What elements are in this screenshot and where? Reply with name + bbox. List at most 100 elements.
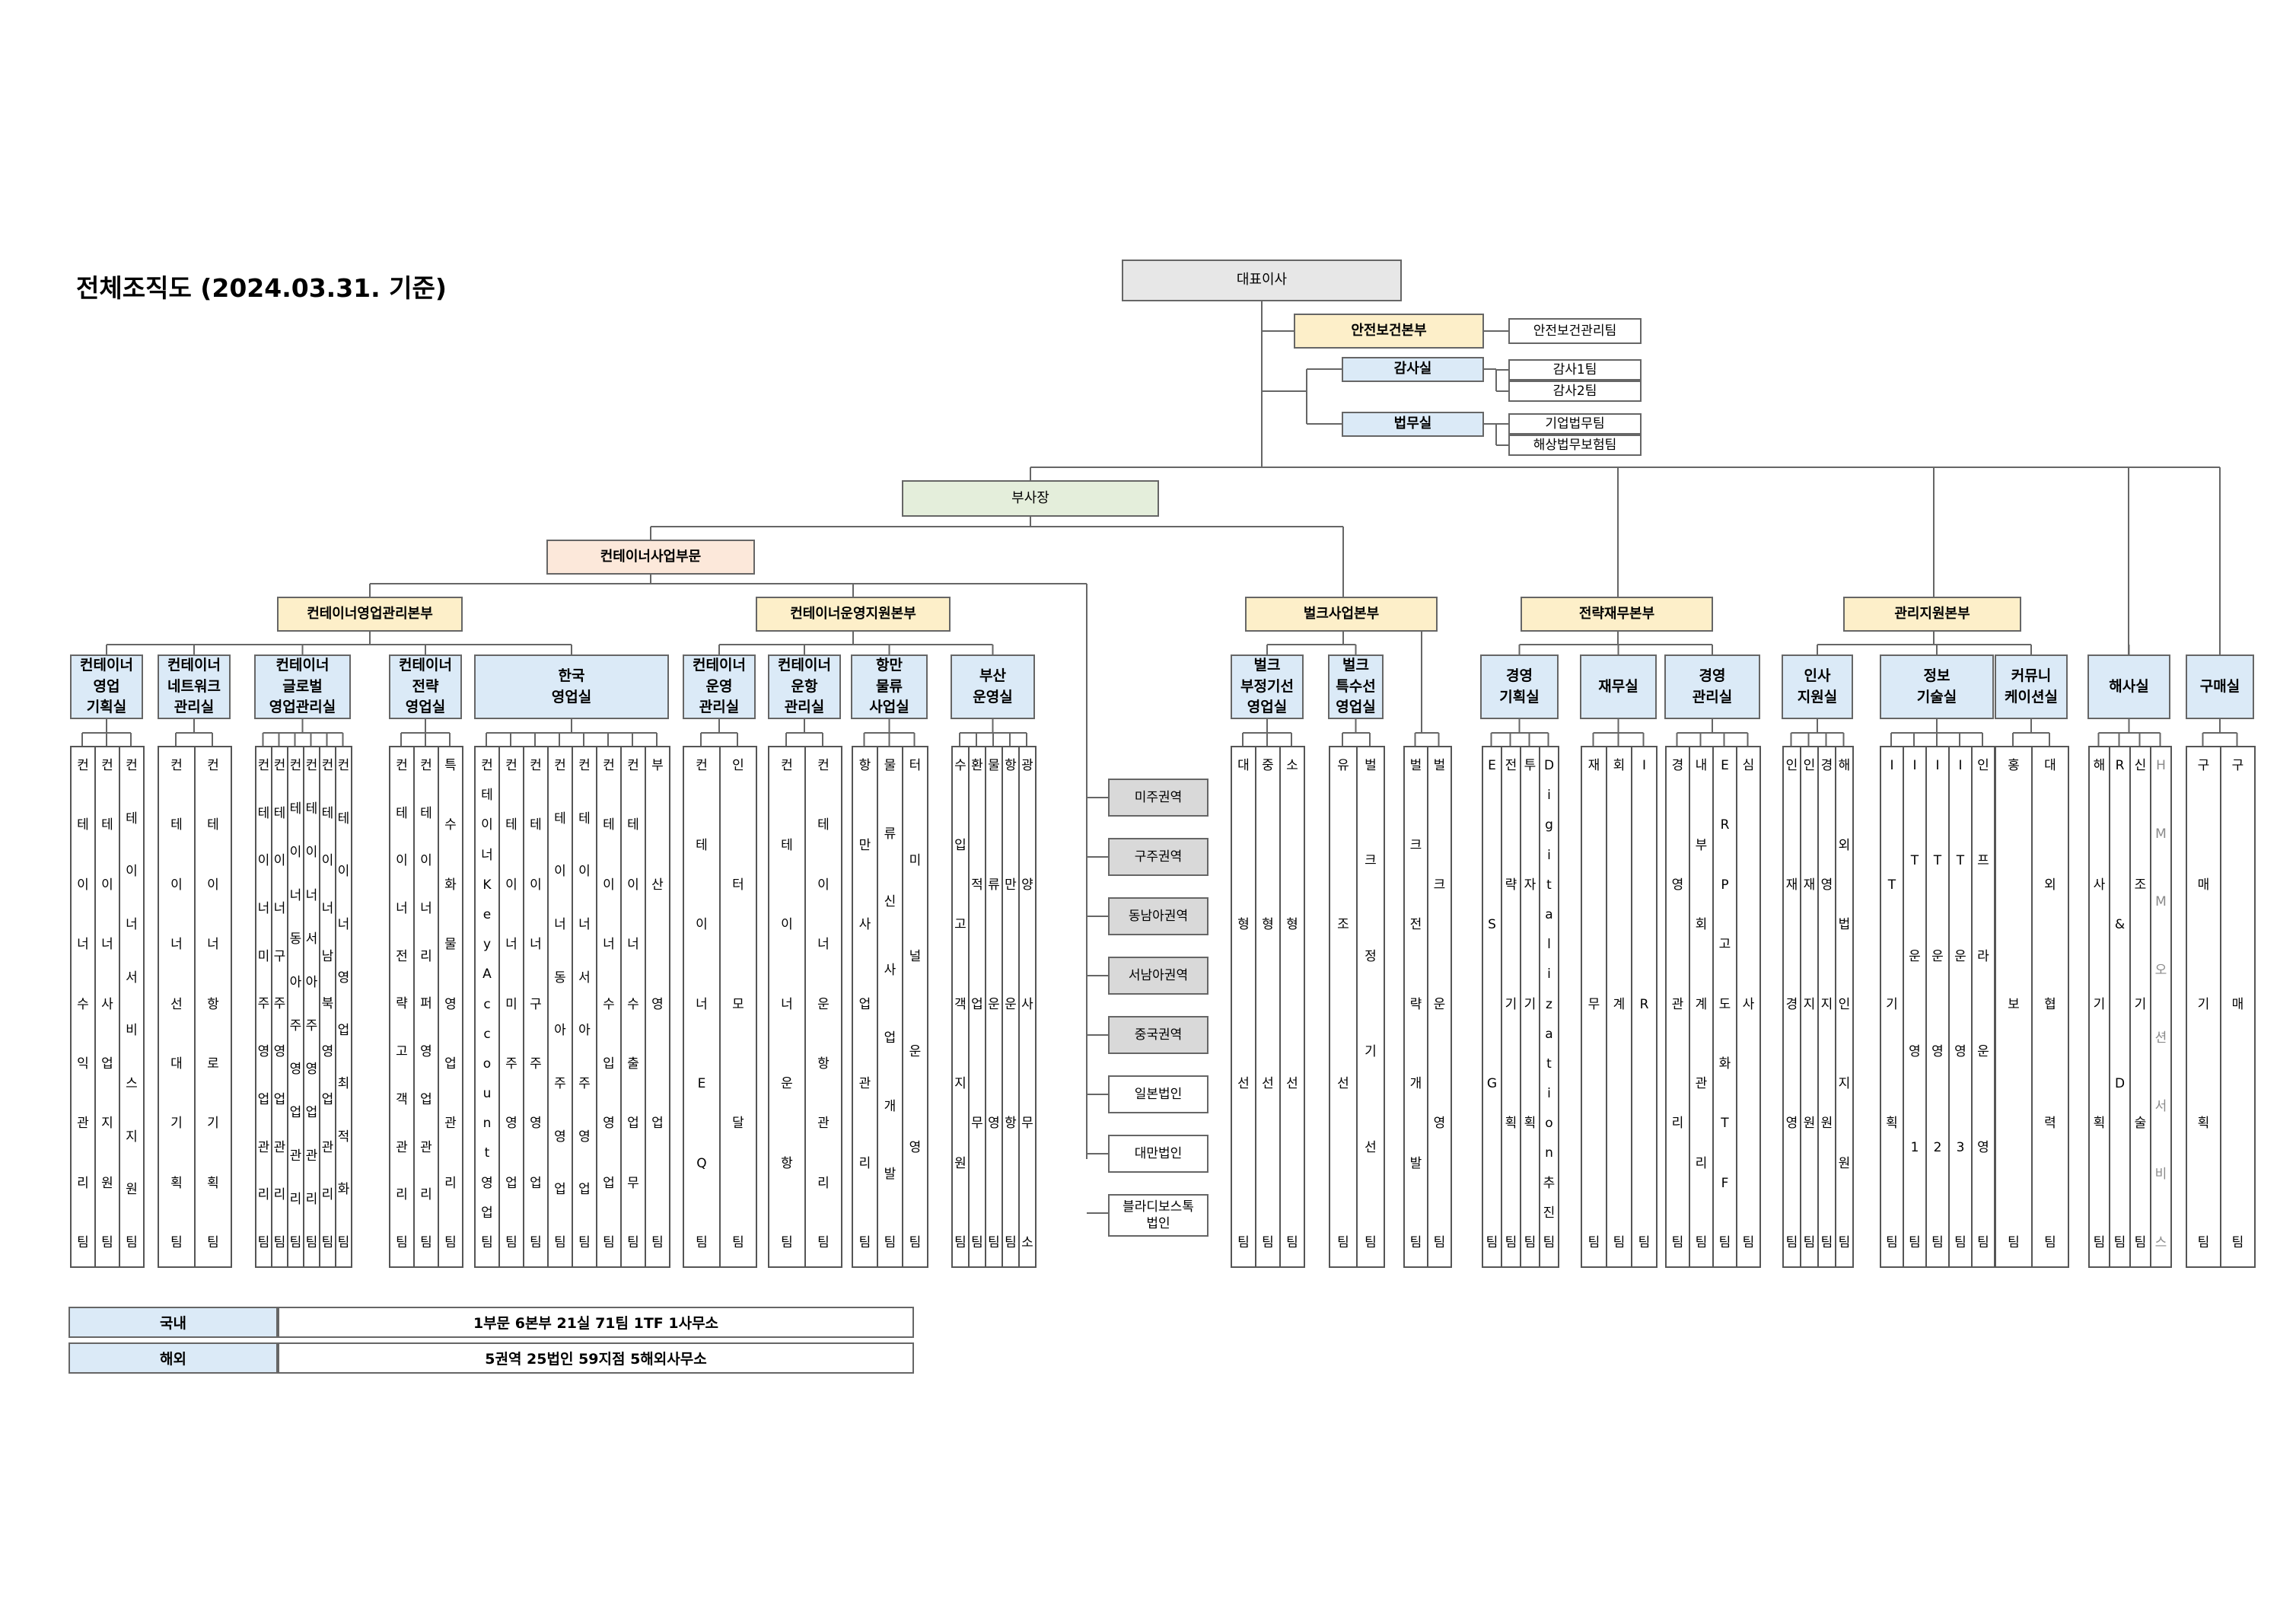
team-char: 팀 (988, 1235, 1000, 1250)
team-char: 테 (481, 788, 493, 804)
team-char: a (1545, 906, 1553, 922)
team-char: 진 (1543, 1205, 1556, 1221)
team-char: 영 (1820, 877, 1833, 893)
team-char: 기 (1524, 996, 1537, 1012)
team-char: 팀 (1237, 1235, 1250, 1250)
team-char: 업 (337, 1023, 350, 1039)
team-char: 관 (817, 1116, 830, 1132)
overseas-region-box: 서남아권역 (1108, 957, 1209, 995)
team-char: 부 (651, 758, 664, 773)
team-char: E (1488, 758, 1496, 773)
team-char: 사 (2093, 877, 2106, 893)
team-char: 동 (554, 970, 566, 986)
team-char: 보 (2008, 996, 2020, 1012)
team-char: 컨 (505, 758, 517, 773)
team-char: 컨 (603, 758, 615, 773)
team-char: 터 (732, 877, 744, 893)
audit-team-2-box: 감사2팀 (1508, 381, 1642, 402)
team-char: 획 (2197, 1116, 2210, 1132)
team-char: 지 (954, 1076, 966, 1091)
team-char: 팀 (1543, 1235, 1556, 1250)
team-char: 계 (1695, 996, 1708, 1012)
team-char: 원 (1820, 1116, 1833, 1132)
team-char: 영 (444, 996, 457, 1012)
team-char: 최 (337, 1075, 350, 1091)
team-char: 팀 (1337, 1235, 1349, 1250)
team-char: 원 (1838, 1155, 1851, 1171)
team-char: E (1721, 758, 1729, 773)
team-char: 스 (2154, 1234, 2167, 1250)
team-char: P (1721, 877, 1729, 893)
safety-hq-box: 안전보건본부 (1294, 314, 1484, 349)
team-char: 이 (505, 877, 517, 893)
team-char: 북 (321, 996, 334, 1012)
team-char: 전 (1409, 917, 1422, 932)
team-char: 너 (817, 937, 830, 953)
team-char: 크 (1409, 837, 1422, 853)
team-char: 업 (101, 1056, 113, 1072)
team-char: 관 (289, 1148, 302, 1164)
team-char: 널 (909, 948, 922, 964)
strategy-finance-hq-box: 전략재무본부 (1521, 597, 1713, 632)
team-char: 이 (481, 817, 493, 833)
team-char: 컨 (126, 758, 138, 773)
team-char: 매 (2197, 877, 2210, 893)
team-char: T (1721, 1116, 1729, 1132)
team-char: 환 (971, 758, 983, 773)
team-char: 팀 (909, 1234, 922, 1250)
team-char: 너 (781, 996, 793, 1012)
team-char: 항 (858, 758, 871, 773)
team-char: 영 (321, 1044, 334, 1060)
team-char: H (2156, 758, 2166, 773)
team-char: 컨 (530, 758, 542, 773)
team-char: 특 (444, 758, 457, 773)
team-char: 수 (444, 817, 457, 833)
team-char: M (2155, 826, 2167, 842)
team-char: 모 (732, 996, 744, 1012)
team-char: 선 (1286, 1076, 1298, 1091)
team-char: 형 (1286, 917, 1298, 932)
page-title: 전체조직도 (2024.03.31. 기준) (76, 273, 447, 303)
team-char: S (1488, 917, 1496, 932)
team-char: 컨 (101, 758, 113, 773)
container-sales-hq-box: 컨테이너영업관리본부 (277, 597, 463, 632)
team-char: 너 (554, 916, 566, 932)
team-char: 컨 (481, 758, 493, 773)
team-char: o (482, 1056, 492, 1072)
team-char: 팀 (2134, 1235, 2147, 1250)
team-char: 업 (858, 996, 871, 1012)
team-char: 업 (289, 1105, 302, 1120)
team-char: 너 (170, 937, 183, 953)
team-char: 회 (1695, 917, 1708, 932)
team-char: 업 (273, 1091, 286, 1107)
team-char: 류 (988, 877, 1000, 893)
team-char: 이 (578, 864, 591, 880)
team-char: I (1890, 758, 1894, 773)
team-char: 영 (530, 1116, 542, 1132)
team-char: 너 (321, 901, 334, 917)
team-char: 미 (257, 948, 270, 964)
team-char: 너 (627, 937, 639, 953)
team-char: 입 (603, 1056, 615, 1072)
team-char: 너 (337, 916, 350, 932)
team-char: 주 (530, 1056, 542, 1072)
team-char: 소 (1021, 1235, 1033, 1250)
team-char: 기 (2134, 996, 2147, 1012)
team-char: 팀 (1613, 1235, 1626, 1250)
team-char: 신 (884, 894, 896, 910)
team-char: 팀 (884, 1234, 896, 1250)
team-char: I (1912, 758, 1917, 773)
team-char: 관 (305, 1148, 318, 1164)
team-char: 영 (603, 1116, 615, 1132)
